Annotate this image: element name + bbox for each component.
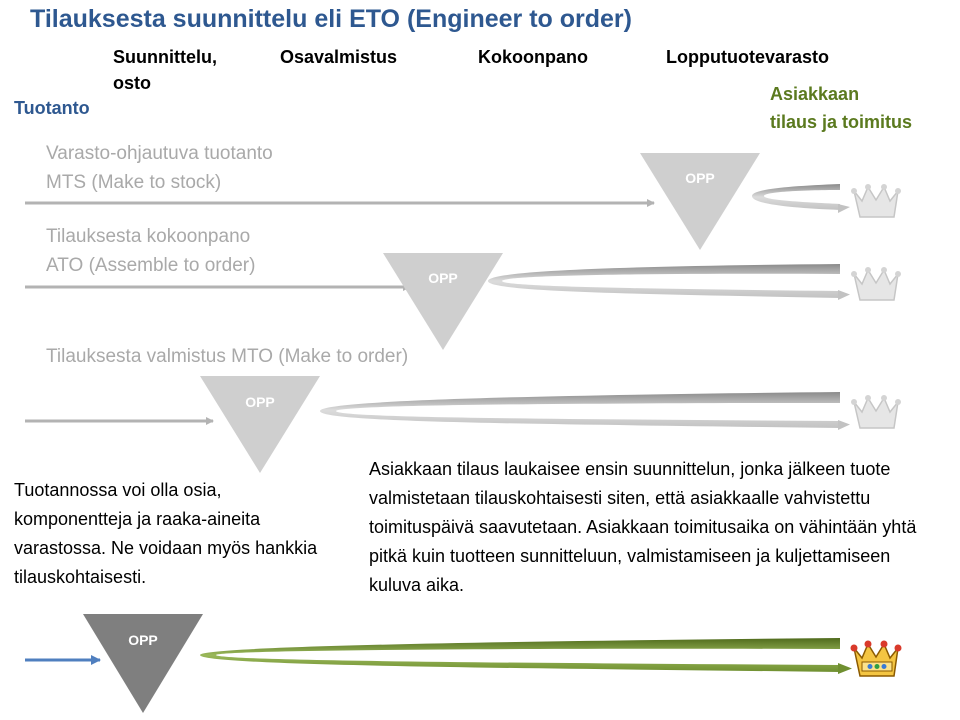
strategy-label-line: Varasto-ohjautuva tuotanto [46,143,273,164]
mto-opp-label: OPP [245,394,275,410]
strategy-label-line: ATO (Assemble to order) [46,255,256,276]
column-header-design-purchase: Suunnittelu, osto [113,44,217,96]
ato-return-band [488,264,850,300]
eto-opp-triangle [83,614,203,713]
column-header-finished-goods: Lopputuotevarasto [666,47,830,67]
customer-label-line: Asiakkaan [770,84,860,104]
eto-description: Asiakkaan tilaus laukaisee ensin suunnit… [369,459,917,595]
mts-strategy-label: Varasto-ohjautuva tuotanto MTS (Make to … [46,139,273,197]
production-label: Tuotanto [14,98,90,118]
column-header-line: osto [113,73,151,93]
mto-return-band [320,392,850,430]
crown-icon [851,267,901,301]
mto-opp-triangle [200,376,320,473]
eto-return-band [200,638,852,674]
column-header-line: Suunnittelu, [113,47,217,67]
strategy-label-line: Tilauksesta kokoonpano [46,226,251,247]
inventory-note: Tuotannossa voi olla osia, komponentteja… [14,480,318,587]
crown-icon [851,184,901,218]
crown-icon [850,640,902,677]
mts-opp-label: OPP [685,170,715,186]
ato-opp-label: OPP [428,270,458,286]
mto-strategy-label: Tilauksesta valmistus MTO (Make to order… [46,346,409,367]
page-title: Tilauksesta suunnittelu eli ETO (Enginee… [30,5,632,33]
customer-label: Asiakkaan tilaus ja toimitus [770,80,912,136]
customer-label-line: tilaus ja toimitus [770,112,913,132]
mts-opp-triangle [640,153,760,250]
strategy-label-line: MTS (Make to stock) [46,172,222,193]
eto-opp-label: OPP [128,632,158,648]
crown-icon [851,395,901,429]
mts-return-band [752,184,850,213]
column-header-assembly: Kokoonpano [478,47,588,67]
ato-strategy-label: Tilauksesta kokoonpano ATO (Assemble to … [46,222,255,280]
ato-opp-triangle [383,253,503,350]
column-header-part-manufacturing: Osavalmistus [280,47,398,67]
